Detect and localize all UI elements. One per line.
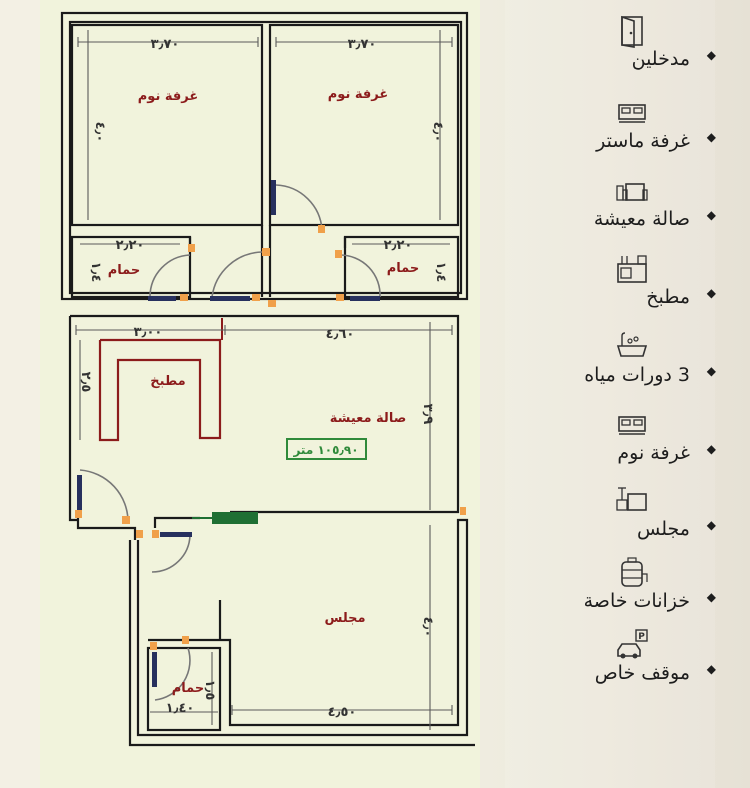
feature-text: صالة معيشة — [593, 208, 690, 230]
living-outer-wall — [70, 314, 460, 514]
feature-master-bedroom: غرفة ماستر ◆ — [490, 96, 716, 152]
door-icon — [621, 15, 643, 48]
majlis-outer-wall — [128, 540, 475, 747]
bath-bottom-wall — [146, 646, 222, 732]
kitchen-icon — [617, 255, 647, 283]
dim-majlis-w: ٤٫٥٠ — [328, 705, 357, 720]
feature-parking: P موقف خاص ◆ — [490, 628, 716, 684]
feature-text: غرفة ماستر — [596, 130, 690, 152]
dim-majlis-h: ٤٫٠ — [420, 617, 435, 638]
bathtub-icon — [616, 332, 648, 357]
area-box: ١٠٥٫٩٠ متر — [286, 438, 367, 460]
bed-icon — [618, 104, 646, 123]
inner-wall-top — [68, 20, 463, 295]
feature-text: مجلس — [637, 518, 690, 540]
dim-bedroom-left-h: ٤٫٠ — [92, 122, 107, 143]
bed-icon — [618, 416, 646, 435]
feature-water-tanks: خزانات خاصة ◆ — [490, 556, 716, 612]
bedroom-right-label: غرفة نوم — [328, 87, 388, 102]
dim-bath-left-h: ١٫٤ — [88, 262, 103, 283]
bath-left-label: حمام — [108, 263, 141, 278]
feature-living-room: صالة معيشة ◆ — [490, 174, 716, 230]
armchair-icon — [616, 183, 648, 201]
living-label: صالة معيشة — [330, 411, 407, 426]
dimension-lines — [75, 30, 453, 730]
feature-text: 3 دورات مياه — [584, 364, 690, 386]
dim-bath-right-w: ٢٫٢٠ — [384, 238, 413, 253]
bath-right-wall — [343, 235, 460, 299]
opening-markers — [75, 180, 466, 687]
area-label: ١٠٥٫٩٠ متر — [292, 443, 358, 457]
kitchen-counter — [98, 338, 222, 442]
dim-top-left: ٣٫٧٠ — [151, 37, 180, 52]
dim-bath-bottom-w: ١٫٤٠ — [166, 701, 195, 716]
floor-plan-panel — [40, 0, 480, 788]
kitchen-label: مطبخ — [150, 374, 185, 389]
entry-wall — [76, 512, 137, 540]
feature-text: مدخلين — [631, 48, 690, 70]
dim-bath-left-w: ٢٫٢٠ — [116, 238, 145, 253]
feature-text: مطبخ — [646, 286, 690, 308]
features-panel — [505, 0, 715, 788]
feature-bedroom: غرفة نوم ◆ — [490, 408, 716, 464]
doors — [79, 184, 381, 701]
dim-bedroom-right-h: ٤٫٠ — [430, 122, 445, 143]
feature-text: غرفة نوم — [617, 442, 690, 464]
dim-bath-bottom-h: ١٫٥ — [202, 680, 217, 701]
dim-bath-right-h: ١٫٤ — [433, 262, 448, 283]
majlis-label: مجلس — [324, 611, 365, 626]
feature-kitchen: مطبخ ◆ — [490, 252, 716, 308]
dimension-numbers: ٣٫٧٠ ٣٫٧٠ ٤٫٠ ٤٫٠ ٢٫٢٠ ١٫٤ ٢٫٢٠ ١٫٤ ٣٫٠٠… — [78, 37, 448, 720]
dim-top-right: ٣٫٧٠ — [348, 37, 377, 52]
sofa-icon — [616, 487, 647, 511]
bath-left-wall — [70, 235, 192, 299]
feature-majlis: مجلس ◆ — [490, 484, 716, 540]
entry-wall-2 — [153, 516, 200, 528]
room-labels: غرفة نوم غرفة نوم حمام حمام مطبخ صالة مع… — [108, 87, 420, 696]
bath-bottom-label: حمام — [172, 681, 205, 696]
dim-kitchen-h: ٢٫٥ — [78, 372, 93, 393]
water-tank-icon — [621, 557, 648, 587]
dim-living-h: ٣٫٩ — [420, 404, 435, 425]
feature-text: خزانات خاصة — [583, 590, 690, 612]
parking-icon: P — [617, 629, 648, 659]
bedroom-left-label: غرفة نوم — [138, 89, 198, 104]
outer-wall-top — [60, 11, 469, 301]
majlis-wall — [136, 518, 469, 737]
bedroom-left-wall — [70, 23, 264, 227]
dim-living-w: ٤٫٦٠ — [326, 327, 355, 342]
feature-text: موقف خاص — [594, 662, 690, 684]
dim-kitchen-w: ٣٫٠٠ — [134, 325, 163, 340]
bath-right-label: حمام — [387, 261, 420, 276]
feature-entrances: مدخلين ◆ — [490, 14, 716, 70]
bedroom-right-wall — [268, 23, 460, 227]
living-left-wall — [68, 316, 78, 522]
walls — [60, 11, 475, 747]
feature-bathrooms: 3 دورات مياه ◆ — [490, 330, 716, 386]
svg-text:P: P — [638, 632, 645, 642]
